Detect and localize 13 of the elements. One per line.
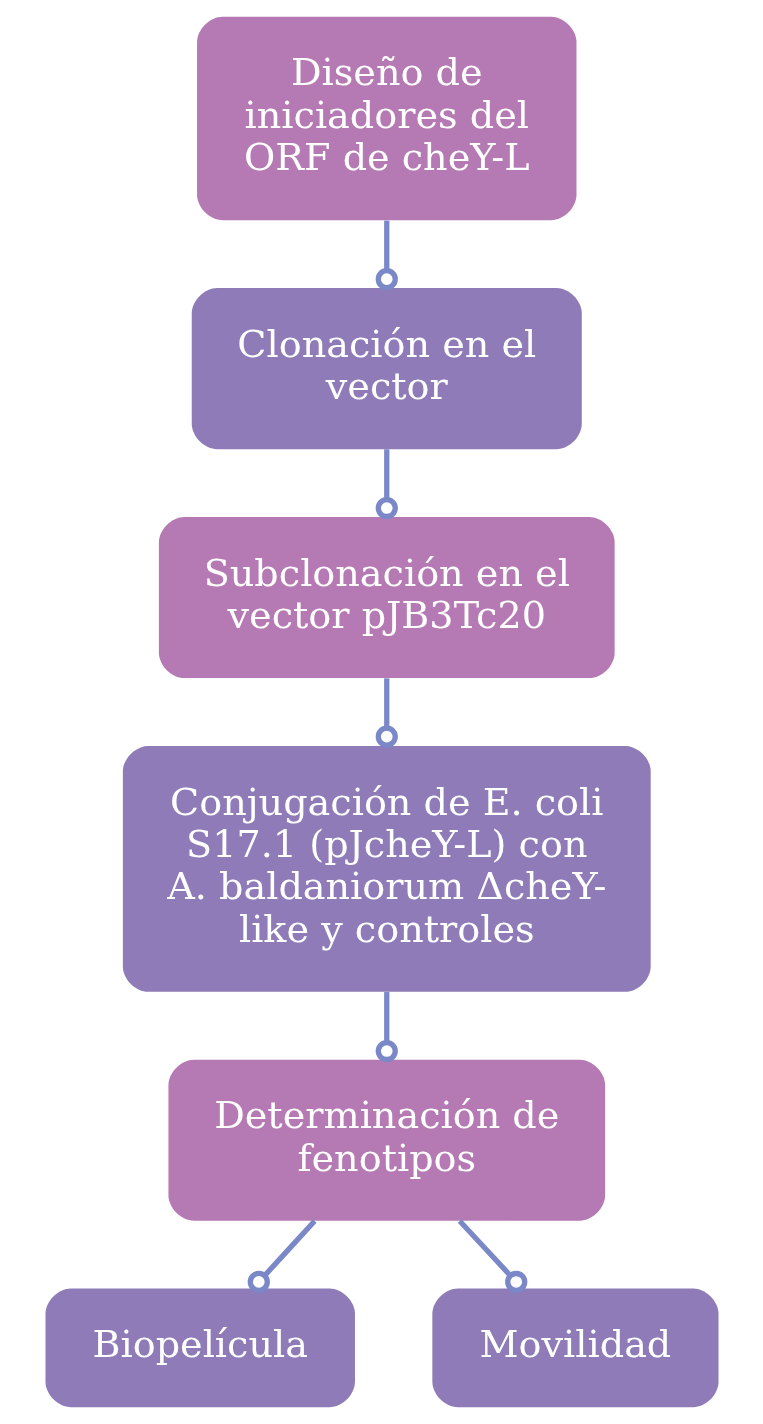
node-box: Conjugación de E. coli S17.1 (pJcheY-L) con A. baldaniorum ΔcheY-like y controles — [122, 745, 651, 992]
connector — [375, 220, 398, 291]
node-box: Diseño de iniciadores del ORF de cheY-L — [196, 16, 576, 221]
connector — [457, 1219, 527, 1294]
node-box: Movilidad — [431, 1288, 718, 1408]
node-box: Biopelícula — [45, 1288, 355, 1408]
connector — [375, 449, 398, 520]
node-box: Determinación de fenotipos — [167, 1059, 605, 1221]
connector — [375, 992, 398, 1063]
connector — [247, 1219, 317, 1294]
node-box: Subclonación en el vector pJB3Tc20 — [158, 517, 615, 679]
node-box: Clonación en el vector — [191, 288, 582, 450]
connector — [375, 678, 398, 748]
